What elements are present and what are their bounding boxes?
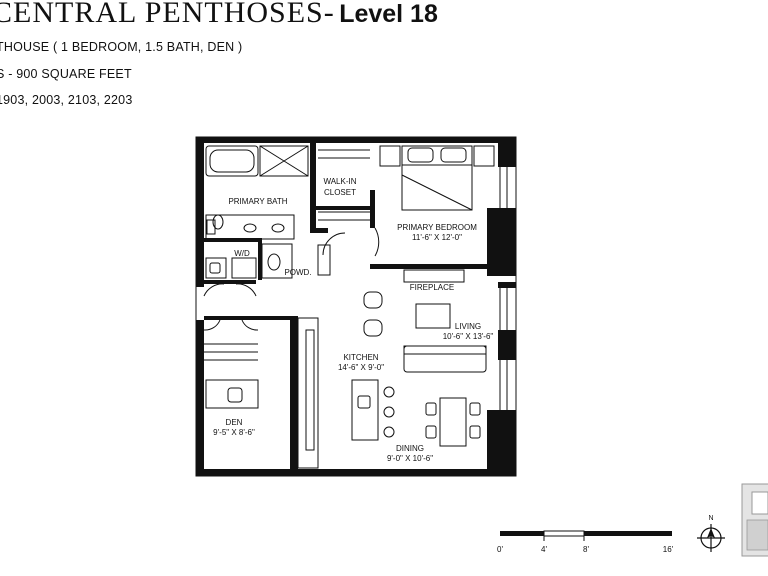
interior-lines (203, 145, 495, 469)
room-label-den: DEN (226, 418, 243, 427)
scale-tick-4: 4' (541, 545, 547, 554)
unit-type-line: THOUSE ( 1 BEDROOM, 1.5 BATH, DEN ) (0, 40, 243, 54)
scale-tick-16: 16' (663, 545, 674, 554)
key-plan-thumbnail (741, 483, 768, 557)
room-label-powd: POWD. (284, 268, 311, 277)
room-label-primary-bath: PRIMARY BATH (228, 197, 287, 206)
title-main: CENTRAL PENTHOSES- (0, 0, 335, 29)
room-dim-den: 9'-5" X 8'-6" (213, 428, 255, 437)
title-level: Level 18 (339, 0, 438, 28)
north-arrow-icon: N (697, 515, 725, 552)
room-label-wd: W/D (234, 249, 250, 258)
scale-bar: 0' 4' 8' 16' (497, 530, 674, 554)
room-dim-kitchen: 14'-6" X 9'-0" (338, 363, 384, 372)
room-label-dining: DINING (396, 444, 424, 453)
exterior-walls (196, 137, 516, 476)
room-label-fireplace: FIREPLACE (410, 283, 454, 292)
area-line: S - 900 SQUARE FEET (0, 67, 132, 81)
scale-tick-8: 8' (583, 545, 589, 554)
plan-title: CENTRAL PENTHOSES- Level 18 (0, 0, 438, 30)
unit-numbers-line: 1903, 2003, 2103, 2203 (0, 93, 133, 107)
room-label-kitchen: KITCHEN (343, 353, 378, 362)
compass-north-label: N (708, 515, 713, 522)
room-dim-primary-bedroom: 11'-6" X 12'-0" (412, 233, 462, 242)
room-label-walkin-closet-2: CLOSET (324, 188, 356, 197)
scale-tick-0: 0' (497, 545, 503, 554)
room-label-living: LIVING (455, 322, 481, 331)
windows (499, 167, 508, 410)
room-label-primary-bedroom: PRIMARY BEDROOM (397, 223, 477, 232)
room-label-walkin-closet-1: WALK-IN (323, 177, 356, 186)
room-dim-dining: 9'-0" X 10'-6" (387, 454, 433, 463)
room-dim-living: 10'-6" X 13'-6" (443, 332, 494, 341)
